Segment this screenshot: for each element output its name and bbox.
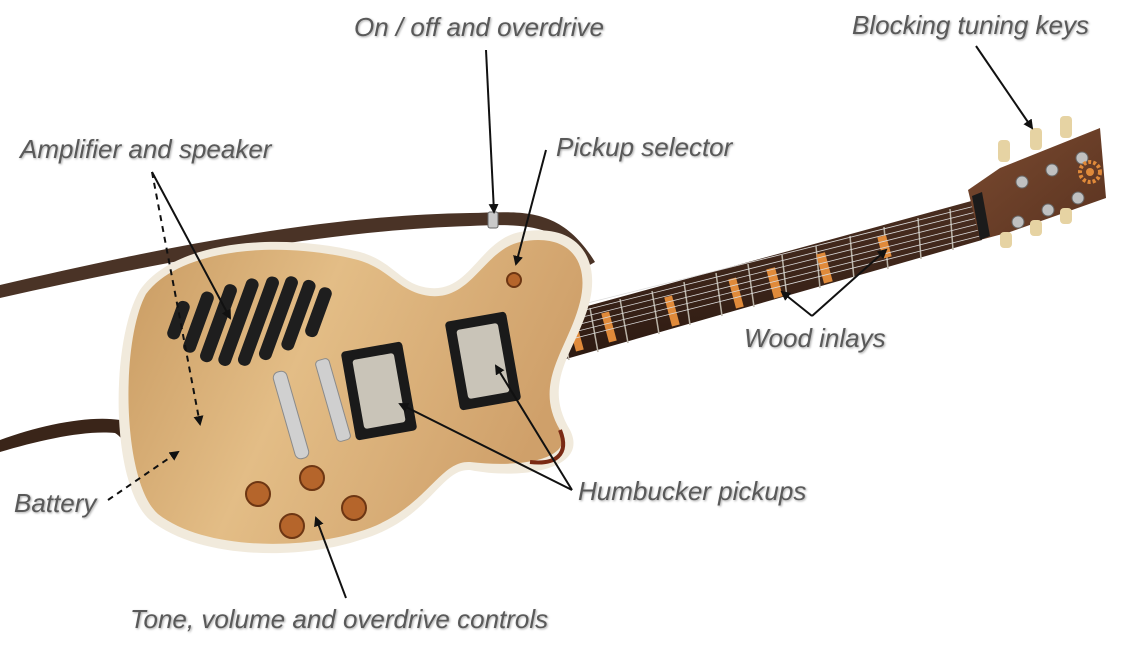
tuning-peg-icon: [998, 116, 1089, 248]
gear-inlay-icon: [1078, 160, 1102, 184]
bridge: [272, 358, 351, 460]
arrow-battery-dashed: [107, 450, 180, 501]
pickup-selector-knob: [506, 272, 522, 288]
arrow-amplifier: [151, 171, 231, 320]
arrow-speaker-dashed: [151, 171, 204, 426]
strap-top: [0, 212, 595, 298]
label-controls: Tone, volume and overdrive controls: [130, 604, 549, 634]
label-on-off: On / off and overdrive: [354, 12, 605, 42]
on-off-switch: [487, 211, 499, 229]
label-humbucker: Humbucker pickups: [578, 476, 807, 506]
arrow-wood-inlays-a: [780, 290, 813, 317]
nut: [972, 192, 990, 240]
arrow-on-off: [485, 49, 499, 214]
arrow-wood-inlays-b: [811, 248, 888, 317]
label-battery: Battery: [14, 488, 97, 518]
label-tuning-keys: Blocking tuning keys: [852, 10, 1090, 40]
arrow-controls: [314, 516, 347, 599]
arrow-tuning-keys: [975, 45, 1034, 130]
guitar-neck: [500, 200, 982, 375]
speaker-grille: [167, 276, 332, 366]
arrow-pickup-selector: [513, 149, 547, 266]
annotation-arrows: [107, 45, 1034, 599]
control-knobs: [245, 465, 367, 539]
humbucker-pickup-neck: [445, 311, 521, 411]
headstock: [968, 128, 1106, 240]
label-amplifier: Amplifier and speaker: [20, 134, 272, 164]
cutaway-edge: [529, 429, 566, 465]
label-wood-inlays: Wood inlays: [744, 323, 886, 353]
humbucker-pickup-bridge: [341, 341, 417, 441]
label-pickup-selector: Pickup selector: [556, 132, 733, 162]
strap-bottom: [0, 418, 145, 468]
arrow-humbucker-a: [398, 403, 573, 491]
arrow-humbucker-b: [494, 364, 573, 491]
